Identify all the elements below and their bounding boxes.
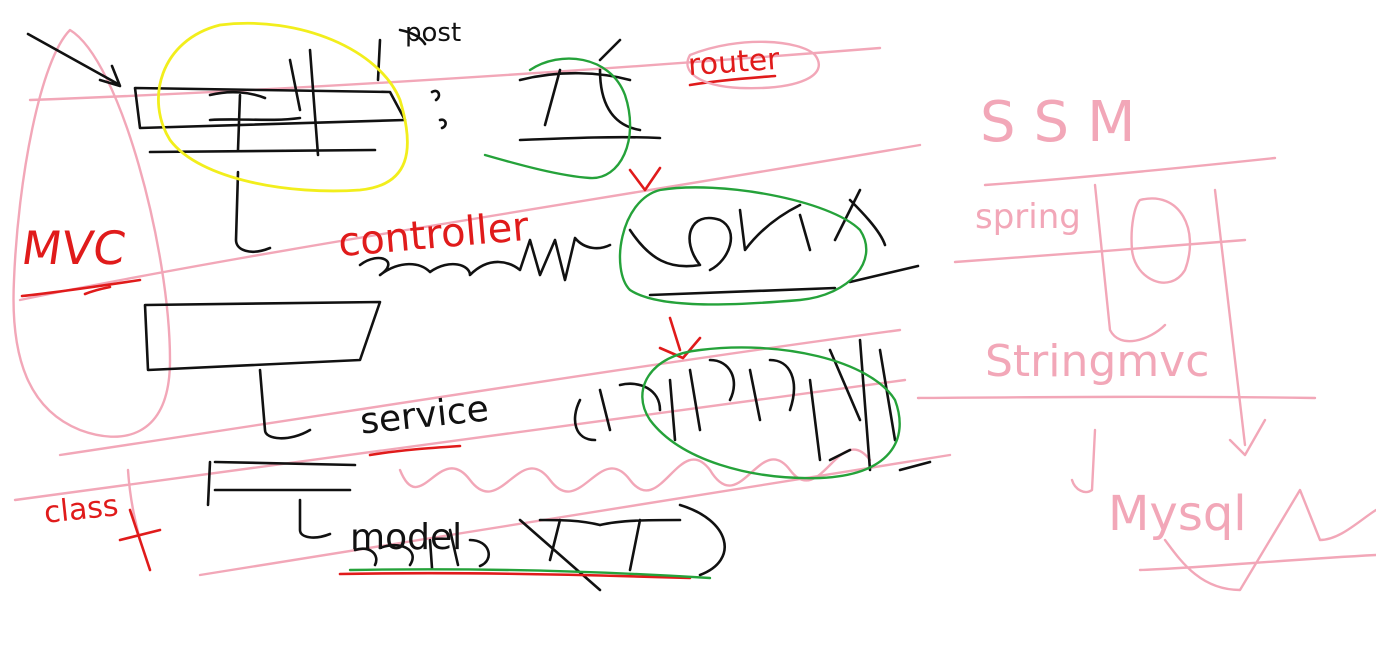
class-note: class: [42, 488, 121, 531]
post-label: post: [405, 18, 462, 48]
green-circle-service: [641, 346, 901, 480]
pink-right-line-3: [916, 395, 1317, 400]
pink-router-loop: [686, 40, 820, 90]
pink-right-arrow-3: [1070, 428, 1097, 494]
pink-right-wave: [1138, 488, 1376, 592]
red-arrow-2: [658, 316, 702, 360]
mysql-label: Mysql: [1108, 486, 1247, 542]
pink-slash-2: [18, 143, 922, 302]
pink-right-arrow-1: [1093, 183, 1167, 343]
springmvc-label: Stringmvc: [985, 336, 1210, 387]
red-class-tail: [118, 508, 162, 572]
green-model-underline: [348, 568, 712, 580]
black-arrow-top: [26, 32, 122, 88]
pink-slash-4: [13, 378, 907, 502]
pink-tick: [126, 468, 142, 542]
red-router-underline: [688, 74, 777, 87]
pink-right-loop: [1130, 197, 1192, 284]
black-char-router: [628, 188, 887, 272]
green-circle-top: [483, 57, 632, 180]
pink-slash-1: [28, 46, 882, 102]
model-label: model: [350, 517, 463, 558]
black-stem: [234, 170, 272, 253]
pink-slash-5: [198, 453, 952, 577]
pink-right-line-2: [953, 238, 1247, 264]
red-arrow-1: [628, 166, 662, 192]
black-service-tail: [828, 448, 932, 472]
red-model-underline: [338, 571, 692, 580]
router-label: router: [686, 41, 781, 84]
pink-wave: [398, 448, 872, 493]
red-service-underline: [368, 444, 462, 457]
black-controller-scribble: [358, 236, 612, 282]
black-bracket: [376, 28, 427, 82]
black-char-1: [208, 48, 320, 157]
mvc-label: MVC: [18, 221, 130, 275]
black-underline-router: [648, 264, 920, 297]
red-mvc-underline: [20, 278, 142, 298]
pink-right-line-1: [983, 156, 1277, 187]
black-stem-3: [298, 498, 332, 539]
green-circle-router: [618, 186, 868, 306]
pink-right-arrow-2: [1213, 188, 1267, 457]
black-service-scribble: [573, 338, 897, 472]
mvc-loop: [12, 28, 172, 438]
black-line-1: [148, 148, 377, 154]
black-stem-2: [258, 368, 312, 440]
ssm-title: SSM: [980, 90, 1154, 155]
yellow-circle: [157, 21, 409, 193]
black-colon: [430, 89, 447, 130]
pink-slash-3: [58, 328, 902, 457]
spring-label: spring: [975, 197, 1081, 237]
black-box-2: [143, 300, 382, 372]
black-model-scribble: [353, 503, 726, 592]
black-box-3: [206, 460, 357, 507]
black-char-top: [518, 38, 662, 142]
